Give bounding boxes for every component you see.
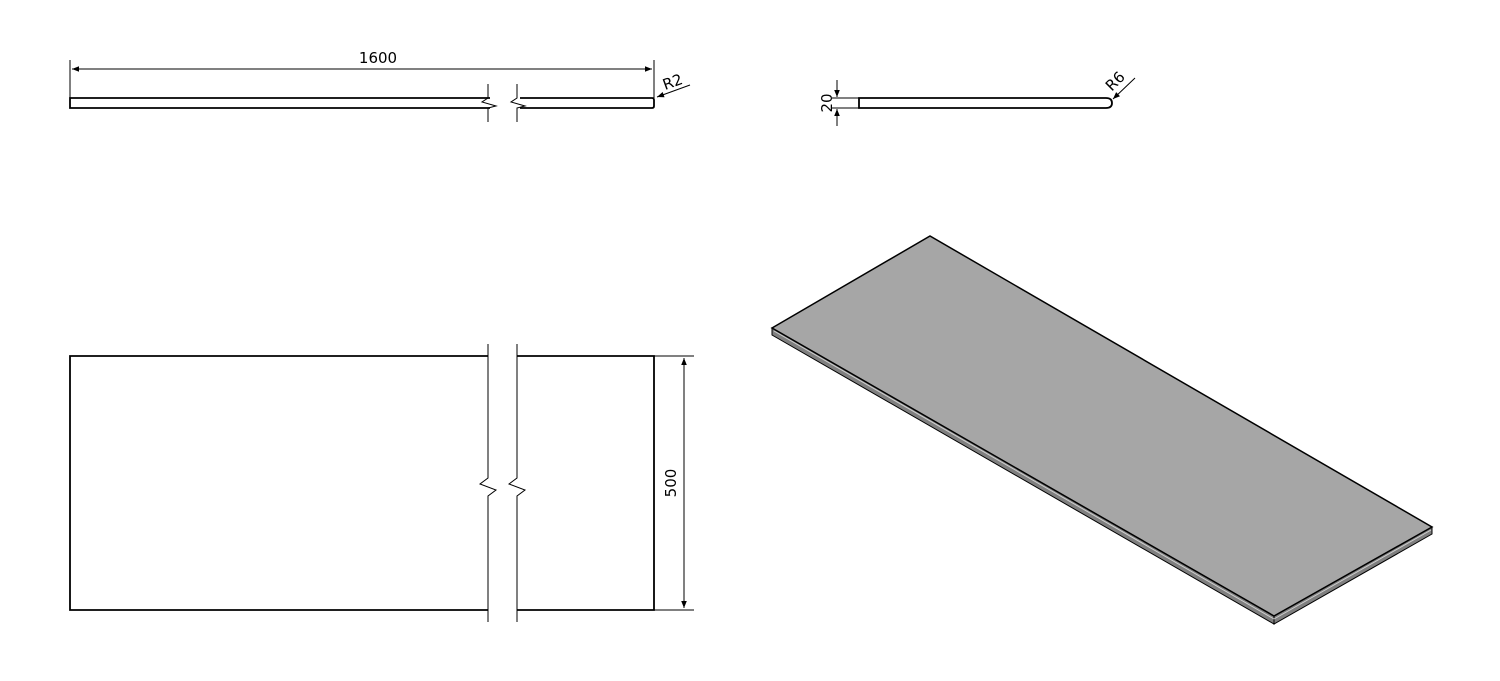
plan-view-left-part — [69, 355, 488, 611]
side-view-strip — [858, 97, 1113, 109]
iso-top-face — [770, 235, 1434, 617]
side-view: 20 R6 — [818, 68, 1136, 126]
plan-view: 500 — [69, 344, 694, 622]
radius-r6-leader — [1112, 77, 1136, 100]
isometric-view — [770, 235, 1434, 625]
width-dimension-label: 500 — [662, 469, 680, 498]
top-view-strip-left — [69, 97, 490, 109]
plan-view-break-left — [478, 344, 498, 622]
top-view-break-right — [509, 84, 527, 122]
radius-r2-leader — [656, 84, 691, 98]
top-view: 1600 R2 — [69, 49, 691, 122]
plan-view-break-right — [507, 344, 527, 622]
radius-r6-label: R6 — [1102, 68, 1129, 95]
thickness-dimension-label: 20 — [818, 93, 836, 112]
radius-r2-label: R2 — [660, 70, 685, 94]
top-view-break-left — [480, 84, 498, 122]
plan-view-right-part — [517, 355, 655, 611]
length-dimension-label: 1600 — [359, 49, 397, 67]
iso-front-edge-highlight — [773, 330, 1275, 620]
iso-right-edge-highlight — [1273, 529, 1432, 620]
top-view-strip-right — [520, 97, 655, 109]
